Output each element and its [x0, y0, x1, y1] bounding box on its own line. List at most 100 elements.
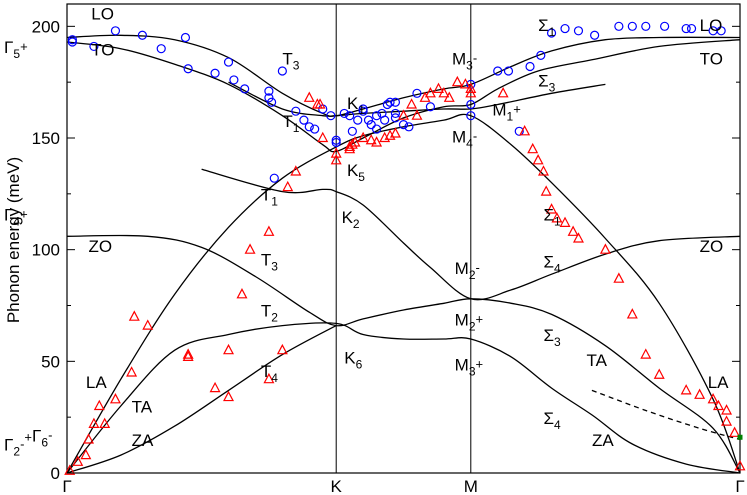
- triangle-data-point: [72, 455, 84, 466]
- triangle-data-point: [346, 138, 358, 149]
- triangle-data-point: [365, 133, 377, 145]
- branch-label: LA: [86, 373, 107, 392]
- branch-label: M4-: [452, 127, 477, 150]
- branch-label: TO: [700, 49, 723, 68]
- circle-data-point: [318, 104, 328, 114]
- circle-data-point: [366, 119, 376, 130]
- x-tick-label: K: [331, 477, 343, 495]
- circle-data-point: [525, 61, 535, 72]
- triangle-data-point: [80, 448, 92, 460]
- triangle-data-point: [128, 310, 140, 321]
- circle-data-point: [380, 115, 390, 125]
- branch-label: LO: [91, 5, 114, 24]
- triangle-data-point: [465, 82, 477, 93]
- branch-label: ZO: [89, 237, 113, 256]
- circle-data-point: [339, 108, 349, 119]
- triangle-data-point: [317, 131, 329, 143]
- triangle-data-point: [443, 91, 455, 102]
- triangle-data-point: [537, 165, 549, 176]
- triangle-data-point: [263, 225, 275, 236]
- triangle-data-point: [465, 87, 477, 98]
- triangle-data-point: [223, 343, 235, 355]
- triangle-data-point: [613, 272, 625, 283]
- triangle-data-point: [640, 348, 652, 359]
- dispersion-branch-line: [66, 322, 741, 474]
- circle-data-point: [183, 64, 193, 74]
- branch-label: ZA: [592, 431, 614, 450]
- triangle-data-point: [223, 390, 235, 402]
- triangle-data-point: [721, 415, 733, 426]
- branch-label: K2: [342, 208, 360, 231]
- circle-data-point: [466, 111, 476, 121]
- triangle-data-point: [314, 98, 326, 109]
- circle-data-point: [560, 23, 570, 34]
- triangle-data-point: [551, 212, 563, 223]
- circle-data-point: [398, 119, 409, 130]
- circle-data-point: [347, 126, 357, 136]
- branch-label: Σ3: [543, 326, 561, 349]
- triangle-data-point: [263, 372, 275, 384]
- circle-data-point: [223, 57, 234, 67]
- circle-data-point: [264, 86, 274, 96]
- branch-label: Σ3: [538, 72, 556, 95]
- circle-data-point: [331, 135, 341, 145]
- circle-data-point: [493, 66, 503, 76]
- triangle-data-point: [64, 464, 76, 475]
- circle-data-point: [299, 115, 309, 125]
- branch-label: Γ4+: [4, 206, 28, 229]
- branch-label: Σ4: [543, 409, 561, 432]
- circle-data-point: [310, 124, 320, 134]
- circle-data-point: [304, 122, 314, 132]
- dispersion-branch-line: [66, 325, 337, 474]
- circle-data-point: [67, 37, 77, 47]
- x-tick-label: M: [464, 477, 478, 495]
- branch-label: M2-: [455, 259, 480, 282]
- dispersion-branch-line: [66, 113, 741, 474]
- triangle-data-point: [540, 185, 552, 196]
- circle-data-point: [353, 115, 363, 125]
- circle-data-point: [137, 30, 147, 40]
- triangle-data-point: [459, 78, 471, 89]
- circle-data-point: [412, 88, 422, 98]
- triangle-data-point: [626, 308, 638, 319]
- branch-label: M3+: [455, 355, 483, 378]
- circle-data-point: [371, 111, 382, 121]
- branch-annotations: LOTOΓ5+T3T1K1K5M3-M1+M4-Σ1Σ3LOTOΓ4+T1T3K…: [4, 5, 729, 459]
- circle-data-point: [264, 93, 274, 103]
- circle-data-point: [390, 108, 401, 119]
- triangle-data-point: [567, 225, 579, 236]
- triangle-data-point: [209, 381, 221, 393]
- triangle-data-point: [406, 98, 418, 109]
- circle-data-point: [404, 122, 414, 132]
- triangle-data-point: [497, 87, 509, 98]
- branch-label: K6: [344, 349, 362, 372]
- branch-label: T4: [261, 362, 278, 385]
- branch-label: K5: [347, 161, 365, 184]
- circle-data-point: [716, 26, 726, 36]
- triangle-data-point: [734, 460, 746, 471]
- circle-data-point: [240, 84, 250, 94]
- branch-label: T2: [261, 302, 278, 325]
- x-tick-label: Γ: [62, 477, 71, 495]
- triangle-data-point: [371, 136, 383, 147]
- branch-label: ZO: [700, 237, 724, 256]
- circle-data-point: [266, 97, 277, 107]
- green-data-point: [737, 434, 743, 440]
- triangle-data-point: [721, 404, 733, 415]
- triangle-data-point: [398, 109, 409, 120]
- triangle-data-point: [599, 243, 611, 254]
- circle-data-point: [385, 97, 395, 107]
- triangle-data-point: [712, 399, 724, 411]
- triangle-data-point: [282, 180, 294, 192]
- triangle-data-point: [432, 82, 444, 93]
- branch-label: LO: [700, 16, 723, 35]
- triangle-data-point: [729, 426, 741, 437]
- triangle-data-point: [451, 75, 463, 87]
- branch-label: TA: [587, 351, 608, 370]
- y-tick-label: 0: [51, 464, 60, 483]
- triangle-data-point: [88, 417, 100, 428]
- triangle-data-point: [83, 433, 95, 444]
- triangle-data-point: [438, 87, 450, 98]
- circle-data-point: [390, 97, 401, 107]
